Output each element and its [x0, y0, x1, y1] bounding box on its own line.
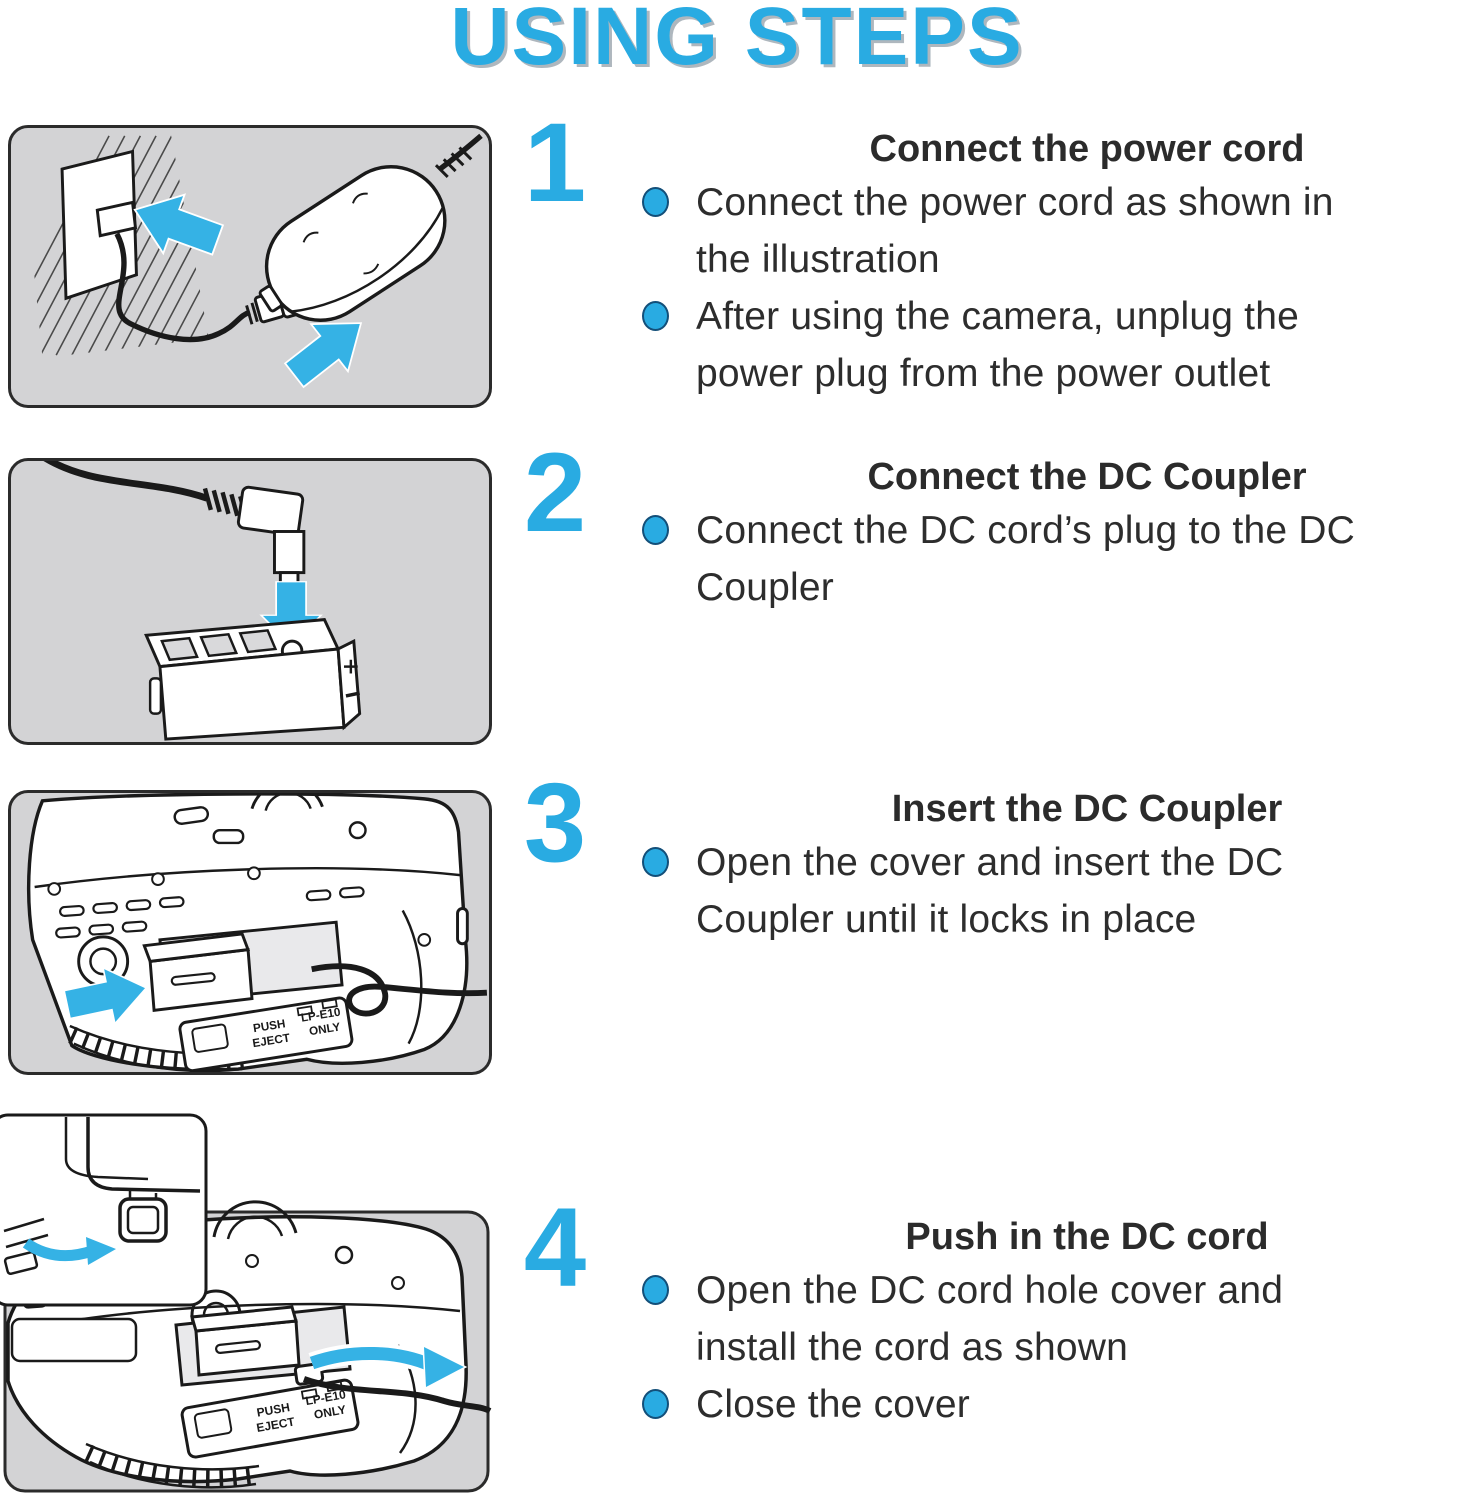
dc-coupler [144, 618, 362, 741]
door-label-eject: EJECT [252, 1031, 292, 1050]
plus-mark [343, 659, 358, 674]
step-4-illustration-panel: PUSH EJECT LP-E10 ONLY [0, 1113, 492, 1494]
step-2-illustration-panel [8, 458, 492, 745]
step-1-heading: Connect the power cord [869, 128, 1305, 170]
bullet-item: After using the camera, unplug the power… [640, 288, 1462, 402]
door-label-push: PUSH [252, 1017, 286, 1035]
step-1-bullets: Connect the power cord as shown in the i… [640, 174, 1462, 402]
dc-cord [43, 461, 209, 502]
door-label-eject: EJECT [255, 1414, 296, 1435]
arrow-open-cover-icon [22, 1237, 116, 1265]
strap-lug [456, 907, 469, 946]
camera-insert-coupler-illustration: PUSH EJECT LP-E10 ONLY [26, 793, 488, 1072]
step-1-text: Connect the power cord Connect the power… [640, 124, 1462, 402]
door-label-only: ONLY [313, 1402, 347, 1421]
step-3-heading: Insert the DC Coupler [891, 788, 1283, 830]
battery-door-open: PUSH EJECT LP-E10 ONLY [180, 1378, 360, 1459]
step-4-number: 4 [523, 1185, 587, 1310]
bullet-item: Close the cover [640, 1376, 1462, 1433]
step-1-illustration-panel [8, 125, 492, 408]
door-label-only: ONLY [308, 1020, 341, 1038]
step-4-heading: Push in the DC cord [905, 1216, 1269, 1258]
adapter-cable [434, 133, 483, 178]
camera-push-cord-illustration: PUSH EJECT LP-E10 ONLY [0, 1113, 492, 1493]
step-2-text: Connect the DC Coupler Connect the DC co… [640, 452, 1462, 616]
step-2-heading: Connect the DC Coupler [867, 456, 1307, 498]
step-3-bullets: Open the cover and insert the DC Coupler… [640, 834, 1462, 948]
step-4-bullets: Open the DC cord hole cover and install … [640, 1262, 1462, 1433]
step-3-number: 3 [523, 760, 587, 885]
inset-detail [0, 1113, 208, 1307]
lens-ring-ribs [84, 1442, 260, 1489]
bullet-item: Connect the DC cord’s plug to the DC Cou… [640, 502, 1462, 616]
dc-coupler-installed [190, 1305, 301, 1377]
step-2-number: 2 [523, 430, 587, 555]
power-plug [95, 200, 138, 238]
step-3-text: Insert the DC Coupler Open the cover and… [640, 784, 1462, 948]
screws [47, 866, 432, 947]
bullet-item: Open the cover and insert the DC Coupler… [640, 834, 1462, 948]
cord-hole-cover [118, 1197, 168, 1243]
page-title: USING STEPS [450, 0, 1024, 82]
step-1-number: 1 [523, 100, 587, 225]
dc-cord-loop [311, 963, 488, 1017]
dc-coupler-illustration [43, 461, 362, 741]
dc-coupler-inserting [142, 932, 254, 1012]
step-2-bullets: Connect the DC cord’s plug to the DC Cou… [640, 502, 1462, 616]
door-label-lp-e10: LP-E10 [300, 1006, 342, 1025]
base-plate [10, 1317, 138, 1363]
power-cord-illustration [20, 133, 483, 399]
vent-slots [55, 886, 365, 939]
step-4-text: Push in the DC cord Open the DC cord hol… [640, 1212, 1462, 1433]
door-label-push: PUSH [256, 1400, 291, 1420]
arrow-cord-right-icon [308, 1343, 468, 1390]
right-angle-dc-plug [236, 485, 306, 590]
battery-door-open: PUSH EJECT LP-E10 ONLY [178, 996, 354, 1072]
ac-adapter [258, 165, 447, 322]
bullet-item: Connect the power cord as shown in the i… [640, 174, 1462, 288]
step-3-illustration-panel: PUSH EJECT LP-E10 ONLY [8, 790, 492, 1075]
power-cord [114, 232, 252, 343]
bullet-item: Open the DC cord hole cover and install … [640, 1262, 1462, 1376]
minus-mark [345, 691, 361, 698]
